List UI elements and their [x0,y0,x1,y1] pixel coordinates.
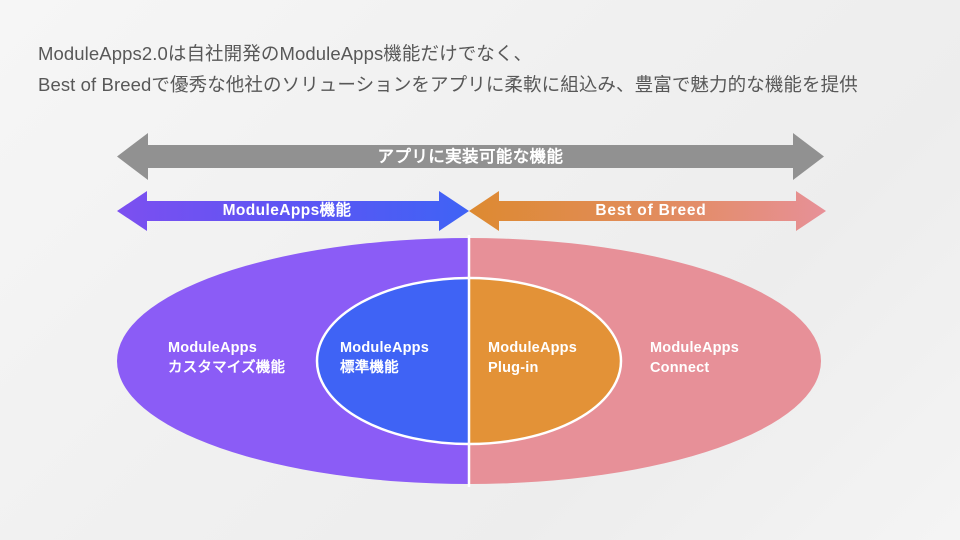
heading-line-2: Best of Breedで優秀な他社のソリューションをアプリに柔軟に組込み、豊… [38,74,858,95]
arrow-best-of-breed-label: Best of Breed [595,202,707,219]
heading-line-1: ModuleApps2.0は自社開発のModuleApps機能だけでなく、 [38,43,533,64]
venn-label-connect: ModuleApps Connect [650,338,739,378]
venn-label-plugin-line1: ModuleApps [488,340,577,356]
venn-label-customize-line2: カスタマイズ機能 [168,360,286,376]
venn-inner-right-plugin[interactable] [317,276,623,446]
page-title: ModuleApps2.0は自社開発のModuleApps機能だけでなく、 Be… [38,38,938,100]
venn-label-connect-line2: Connect [650,360,710,376]
arrow-overall-capability-label: アプリに実装可能な機能 [377,148,564,166]
venn-label-plugin: ModuleApps Plug-in [488,338,577,378]
arrow-moduleapps-features-label: ModuleApps機能 [222,202,352,219]
venn-label-standard-line2: 標準機能 [340,360,399,376]
venn-label-customize: ModuleApps カスタマイズ機能 [168,338,285,378]
venn-label-plugin-line2: Plug-in [488,360,539,376]
venn-label-standard-line1: ModuleApps [340,340,429,356]
venn-inner-left-standard[interactable] [315,276,621,446]
venn-label-standard: ModuleApps 標準機能 [340,338,429,378]
venn-label-customize-line1: ModuleApps [168,340,257,356]
venn-label-connect-line1: ModuleApps [650,340,739,356]
